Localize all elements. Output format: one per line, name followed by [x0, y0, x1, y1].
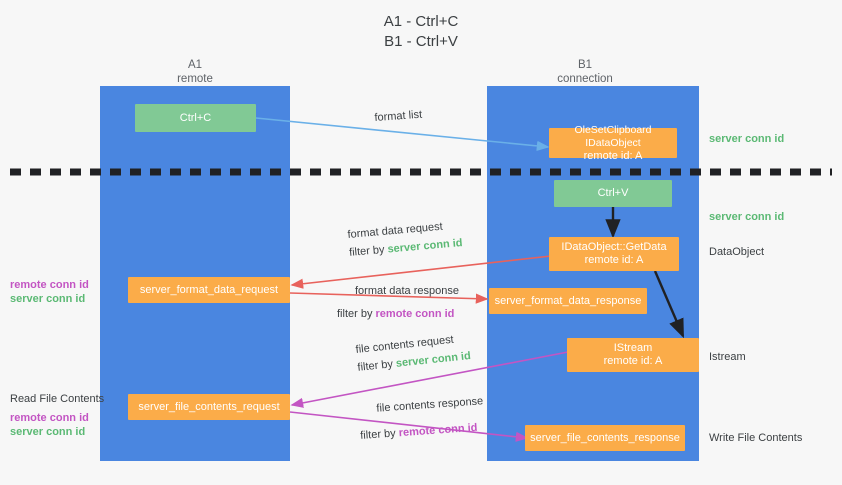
- lane-b1-sub: connection: [557, 73, 613, 85]
- annotation-format-list-text: format list: [374, 108, 423, 124]
- annotation-format-data-response: format data response filter by remote co…: [337, 284, 459, 321]
- right-label-server-conn-id-second: server conn id: [709, 211, 785, 223]
- box-getdata-line1: IDataObject::GetData: [561, 241, 667, 253]
- right-label-istream: Istream: [709, 351, 746, 363]
- box-ctrl-v[interactable]: Ctrl+V: [554, 180, 672, 207]
- title-line-1: A1 - Ctrl+C: [383, 13, 459, 30]
- box-ctrl-c-label: Ctrl+C: [179, 111, 212, 124]
- arrow-format-list: [255, 117, 550, 151]
- box-ctrl-v-label: Ctrl+V: [597, 187, 629, 199]
- arrow-file-contents-response: [289, 411, 529, 442]
- box-olesetclipboard-idataobject[interactable]: OleSetClipboard IDataObject remote id: A: [549, 124, 677, 162]
- box-ctrl-c[interactable]: Ctrl+C: [135, 104, 256, 132]
- box-istream-line2: remote id: A: [603, 355, 663, 367]
- right-label-write-file-contents: Write File Contents: [709, 432, 803, 444]
- arrow-format-data-request: [290, 255, 552, 289]
- box-server-format-data-request-label: server_format_data_request: [139, 283, 279, 296]
- box-server-file-contents-response[interactable]: server_file_contents_response: [525, 425, 685, 451]
- lane-a1-name: A1: [187, 59, 203, 71]
- left-label-read-file-contents: Read File Contents: [10, 393, 105, 405]
- box-server-file-contents-request-label: server_file_contents_request: [138, 400, 280, 413]
- box-getdata-line2: remote id: A: [584, 254, 644, 266]
- left-label-remote-conn-id: remote conn id: [10, 412, 89, 424]
- right-label-server-conn-id-top: server conn id: [709, 133, 785, 145]
- right-label-dataobject: DataObject: [709, 246, 765, 258]
- left-label-server-conn-id: server conn id: [10, 426, 86, 438]
- page-title: A1 - Ctrl+C B1 - Ctrl+V: [0, 12, 842, 52]
- left-label-conn-ids-top: remote conn id server conn id: [10, 278, 89, 306]
- remote-conn-id-label: remote conn id: [375, 308, 455, 320]
- filter-by-label: filter by: [348, 243, 386, 259]
- left-label-server-conn-id: server conn id: [10, 293, 86, 305]
- box-server-format-data-response-label: server_format_data_response: [494, 294, 642, 307]
- lane-header-b1: B1 connection: [495, 58, 675, 86]
- box-olesetclipboard-line2: remote id: A: [583, 149, 643, 162]
- left-label-conn-ids-bottom: remote conn id server conn id: [10, 411, 89, 439]
- title-line-2: B1 - Ctrl+V: [384, 33, 458, 50]
- annotation-format-data-response-filter: filter by remote conn id: [337, 307, 459, 321]
- annotation-format-data-response-text: format data response: [355, 285, 459, 297]
- lane-header-a1: A1 remote: [105, 58, 285, 86]
- box-server-file-contents-response-label: server_file_contents_response: [530, 431, 680, 444]
- box-istream-line1: IStream: [613, 342, 653, 354]
- filter-by-label: filter by: [356, 358, 394, 374]
- arrow-getdata-to-istream: [653, 270, 685, 339]
- lane-b1-name: B1: [577, 59, 593, 71]
- box-server-format-data-response[interactable]: server_format_data_response: [489, 288, 647, 314]
- box-server-file-contents-request[interactable]: server_file_contents_request: [128, 394, 290, 420]
- box-idataobject-getdata[interactable]: IDataObject::GetData remote id: A: [549, 237, 679, 271]
- filter-by-label: filter by: [359, 427, 397, 442]
- arrow-file-contents-request: [290, 351, 569, 408]
- left-label-remote-conn-id: remote conn id: [10, 279, 89, 291]
- box-olesetclipboard-line1: OleSetClipboard IDataObject: [574, 123, 652, 149]
- filter-by-label: filter by: [337, 308, 373, 320]
- lane-a1-sub: remote: [177, 73, 213, 85]
- box-istream[interactable]: IStream remote id: A: [567, 338, 699, 372]
- arrow-format-data-response: [289, 292, 489, 304]
- box-server-format-data-request[interactable]: server_format_data_request: [128, 277, 290, 303]
